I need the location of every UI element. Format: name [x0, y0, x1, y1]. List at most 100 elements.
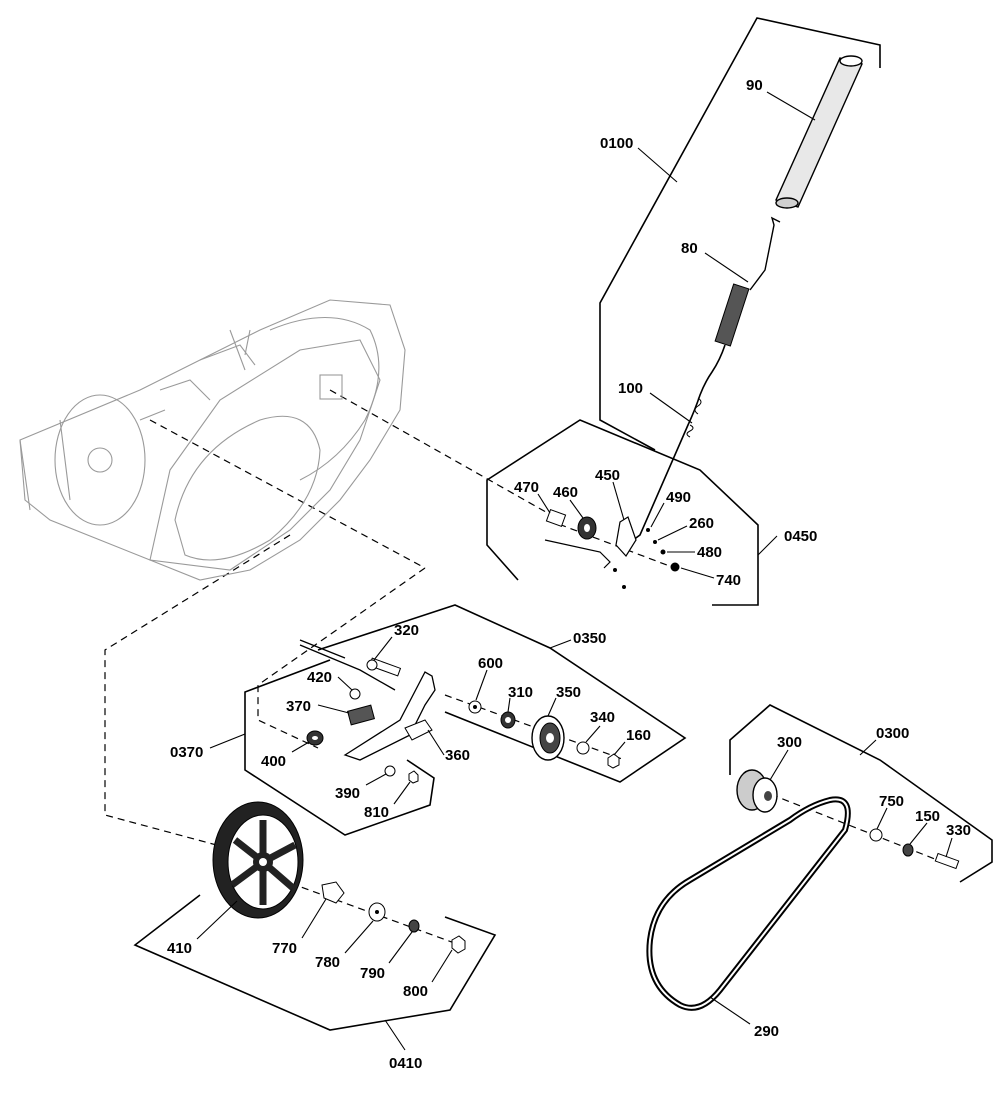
leader-390 [365, 773, 387, 786]
group-leader-lines [196, 91, 953, 1051]
leader-0370 [209, 733, 246, 749]
callout-90: 90 [746, 77, 763, 94]
align-line-0350 [444, 694, 626, 761]
leader-740 [680, 567, 715, 579]
chassis-hub [54, 394, 146, 526]
callout-150: 150 [915, 808, 940, 825]
chassis-ribs [139, 344, 256, 421]
group-callouts: 90 0100 80 100 470 460 450 490 260 480 7… [167, 77, 971, 1072]
callout-370: 370 [286, 698, 311, 715]
leader-800 [431, 949, 453, 983]
leader-290 [709, 996, 751, 1025]
leader-600 [475, 669, 488, 701]
leader-810 [393, 781, 411, 805]
leader-350 [547, 697, 557, 717]
leader-300 [769, 749, 789, 781]
callout-740: 740 [716, 572, 741, 589]
part-bracket [343, 671, 436, 761]
part-340 [576, 741, 590, 755]
outline-0410 [133, 894, 497, 1031]
callout-160: 160 [626, 727, 651, 744]
leader-0450 [757, 535, 778, 556]
leader-410 [196, 900, 238, 940]
callout-390: 390 [335, 785, 360, 802]
callout-0100: 0100 [600, 135, 633, 152]
callout-800: 800 [403, 983, 428, 1000]
callout-400: 400 [261, 753, 286, 770]
leader-160 [613, 741, 626, 756]
callout-0370: 0370 [170, 744, 203, 761]
part-80-spring [714, 283, 750, 347]
outline-0100 [599, 17, 881, 451]
align-line-0410 [267, 874, 461, 946]
ghost-chassis [19, 299, 406, 581]
leader-90 [766, 91, 816, 121]
leader-420 [337, 676, 353, 691]
callout-480: 480 [697, 544, 722, 561]
callout-330: 330 [946, 822, 971, 839]
part-390 [384, 765, 396, 777]
leader-490 [650, 502, 665, 528]
callout-490: 490 [666, 489, 691, 506]
outline-0450 [486, 419, 759, 606]
part-420 [349, 688, 361, 700]
part-90-handle [775, 55, 863, 209]
part-260 [653, 540, 657, 544]
part-790 [408, 919, 420, 933]
part-0350-group [366, 657, 620, 769]
chassis-housing [149, 339, 381, 571]
leader-400 [291, 741, 310, 753]
callout-0300: 0300 [876, 725, 909, 742]
part-cable-assembly [621, 216, 781, 549]
align-line-main [104, 534, 291, 851]
part-0450-group [544, 508, 680, 589]
callout-460: 460 [553, 484, 578, 501]
leader-470 [537, 493, 551, 514]
callout-300: 300 [777, 734, 802, 751]
outline-0370 [244, 659, 435, 836]
callout-0410: 0410 [389, 1055, 422, 1072]
part-150 [902, 843, 914, 857]
callout-340: 340 [590, 709, 615, 726]
leader-370 [317, 704, 350, 714]
leader-150 [909, 822, 928, 845]
leader-460 [569, 499, 584, 519]
leader-450 [612, 481, 625, 521]
chassis-inner-loop [269, 317, 380, 481]
leader-780 [344, 920, 374, 954]
part-370 [346, 704, 376, 726]
chassis-side [19, 329, 251, 511]
part-740 [670, 562, 680, 572]
leader-0300 [859, 739, 877, 756]
part-800 [451, 935, 466, 954]
callout-790: 790 [360, 965, 385, 982]
part-0370-group [299, 639, 436, 784]
group-outlines [133, 17, 993, 1031]
callout-770: 770 [272, 940, 297, 957]
align-line-bracket [149, 419, 426, 569]
leader-320 [373, 636, 393, 661]
group-alignment-lines [104, 389, 951, 946]
callout-780: 780 [315, 954, 340, 971]
callout-80: 80 [681, 240, 698, 257]
callout-410: 410 [167, 940, 192, 957]
part-330 [934, 852, 960, 870]
outline-0300 [729, 704, 993, 883]
chassis-wheel-ring [174, 415, 321, 561]
leader-310 [507, 697, 511, 713]
callout-350: 350 [556, 684, 581, 701]
part-750 [869, 828, 883, 842]
part-0410-group [212, 801, 466, 954]
part-490 [646, 528, 650, 532]
leader-790 [388, 931, 413, 964]
chassis-frame [19, 299, 406, 581]
callout-360: 360 [445, 747, 470, 764]
part-770 [321, 881, 345, 904]
part-100-twist [686, 397, 702, 438]
part-480 [660, 549, 666, 555]
callout-260: 260 [689, 515, 714, 532]
part-290-belt [646, 796, 851, 1011]
part-100-cable [621, 344, 726, 549]
